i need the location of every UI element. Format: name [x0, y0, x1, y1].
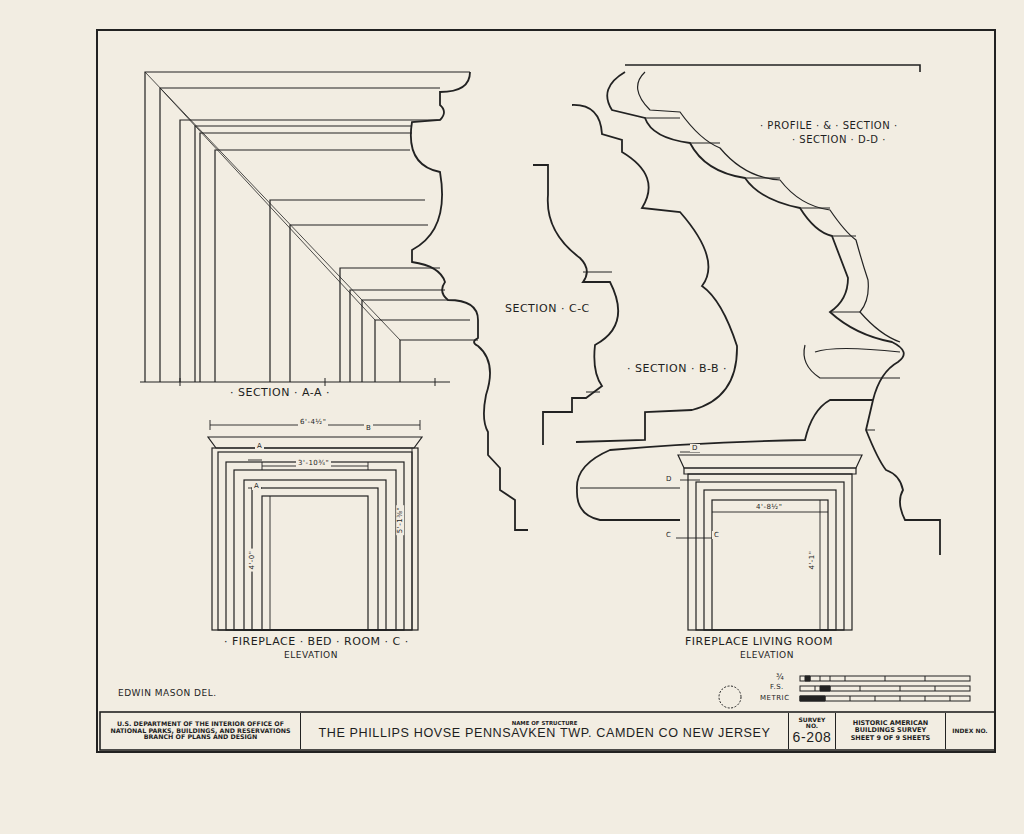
- dimension-label: D: [690, 444, 700, 452]
- cell-value: SHEET 9 OF 9 SHEETS: [851, 735, 931, 742]
- dimension-label: 6'-4½": [298, 418, 328, 426]
- cell-heading: INDEX NO.: [952, 728, 987, 735]
- view-title: · SECTION · B-B ·: [625, 363, 729, 376]
- dimension-label: A: [255, 442, 264, 450]
- dimension-label: D: [664, 475, 674, 483]
- cell-heading: U.S. DEPARTMENT OF THE INTERIOR OFFICE O…: [104, 721, 297, 742]
- survey-number-cell: SURVEY NO.6-208: [788, 713, 835, 749]
- cell-heading: SURVEY NO.: [792, 717, 832, 730]
- dimension-label: 4'-1": [808, 548, 816, 571]
- dimension-label: ELEVATION: [282, 650, 340, 660]
- dimension-label: 4'-8½": [754, 503, 784, 511]
- dimension-label: 4'-0": [248, 548, 256, 571]
- view-title: · PROFILE · & · SECTION ·: [758, 120, 900, 132]
- dimension-label: C: [712, 531, 721, 539]
- dimension-label: ¾: [774, 673, 786, 682]
- dimension-label: F.S.: [768, 683, 786, 691]
- agency-cell: U.S. DEPARTMENT OF THE INTERIOR OFFICE O…: [101, 713, 300, 749]
- dimension-label: 5'-1⅜": [396, 505, 404, 535]
- index-number-cell: INDEX NO.: [945, 713, 994, 749]
- view-title: FIREPLACE LIVING ROOM: [683, 636, 835, 649]
- dimension-label: ELEVATION: [738, 650, 796, 660]
- survey-title-cell: HISTORIC AMERICAN BUILDINGS SURVEYSHEET …: [835, 713, 945, 749]
- structure-name-cell: NAME OF STRUCTURETHE PHILLIPS HOVSE PENN…: [300, 713, 788, 749]
- view-title: · FIREPLACE · BED · ROOM · C ·: [222, 636, 411, 649]
- dimension-label: METRIC: [758, 694, 792, 702]
- dimension-label: 3'-10¾": [296, 459, 331, 467]
- cell-value: 6-208: [793, 730, 832, 745]
- dimension-label: A: [252, 482, 261, 490]
- dimension-label: B: [364, 424, 373, 432]
- dimension-label: EDWIN MASON DEL.: [116, 688, 219, 698]
- cell-heading: HISTORIC AMERICAN BUILDINGS SURVEY: [839, 720, 942, 734]
- cell-value: THE PHILLIPS HOVSE PENNSAVKEN TWP. CAMDE…: [318, 727, 770, 741]
- view-title: · SECTION · A-A ·: [228, 387, 332, 400]
- view-title: · SECTION · D-D ·: [790, 134, 888, 146]
- view-title: SECTION · C-C: [503, 303, 592, 316]
- dimension-label: C: [664, 531, 673, 539]
